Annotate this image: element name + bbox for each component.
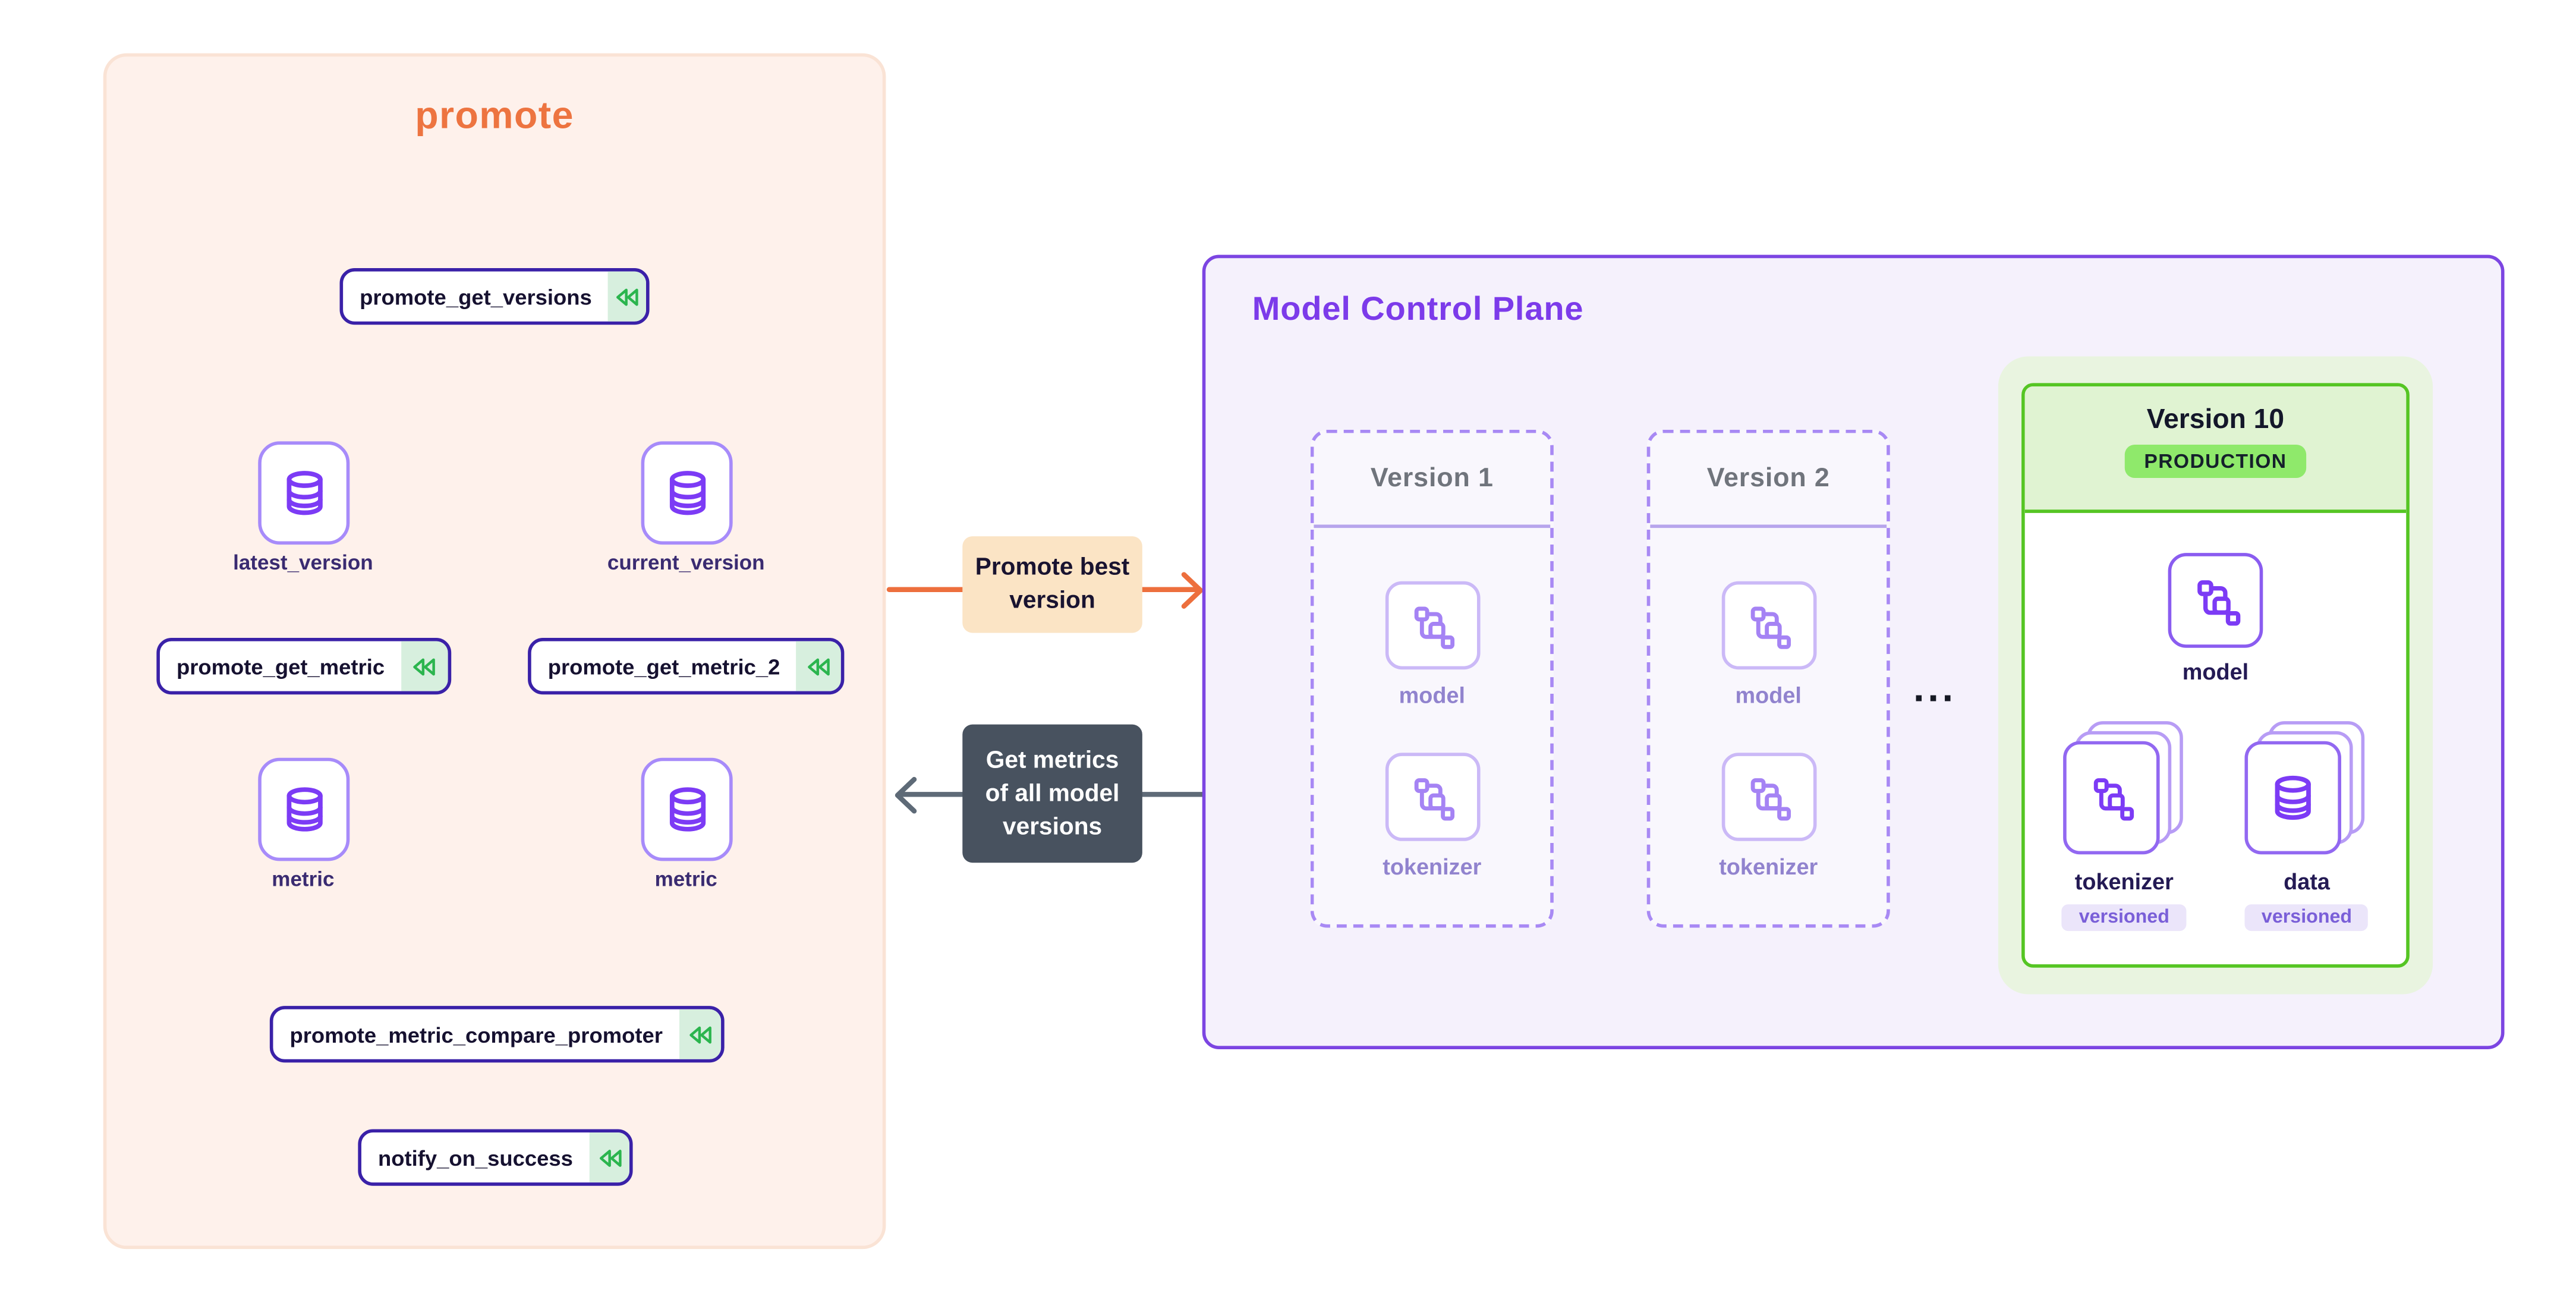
tokenizer-card[interactable] <box>1384 753 1480 841</box>
component-label: tokenizer <box>2074 869 2174 895</box>
node-promote-metric-compare-promoter[interactable]: promote_metric_compare_promoter <box>269 1006 725 1063</box>
database-icon <box>662 785 712 835</box>
flow-label-get-metrics: Get metrics of all model versions <box>962 724 1142 863</box>
schema-icon <box>1409 773 1455 820</box>
version-2-title: Version 2 <box>1650 433 1887 528</box>
version-2-box: Version 2 model tokenizer <box>1646 429 1890 928</box>
node-notify-on-success[interactable]: notify_on_success <box>358 1129 633 1186</box>
database-icon <box>279 785 329 835</box>
production-badge: PRODUCTION <box>2124 445 2307 479</box>
model-card[interactable] <box>1721 581 1816 670</box>
version-1-box: Version 1 model tokenizer <box>1310 429 1554 928</box>
component-label: model <box>1399 682 1466 708</box>
artifact-latest-version[interactable] <box>258 441 350 545</box>
node-promote-get-metric[interactable]: promote_get_metric <box>156 637 452 695</box>
node-promote-get-versions[interactable]: promote_get_versions <box>339 268 650 325</box>
node-label: notify_on_success <box>377 1145 573 1171</box>
node-label: promote_get_versions <box>360 284 592 309</box>
component-label: tokenizer <box>1383 854 1482 880</box>
model-control-plane-title: Model Control Plane <box>1252 291 1584 328</box>
schema-icon <box>1745 602 1791 649</box>
tokenizer-card[interactable] <box>1721 753 1816 841</box>
component-label: data <box>2284 869 2330 895</box>
model-control-plane-panel: Model Control Plane Version 1 model toke… <box>1202 254 2505 1049</box>
component-label: model <box>2182 659 2249 685</box>
artifact-current-version[interactable] <box>641 441 733 545</box>
artifact-label-current-version: current_version <box>607 551 765 575</box>
versioned-badge: versioned <box>2244 904 2369 932</box>
component-label: model <box>1735 682 1802 708</box>
artifact-label-metric-left: metric <box>272 867 335 891</box>
node-label: promote_get_metric_2 <box>547 653 780 679</box>
component-label: tokenizer <box>1719 854 1818 880</box>
flow-label-promote-best-version: Promote best version <box>962 536 1142 633</box>
tokenizer-stack[interactable] <box>2062 721 2185 858</box>
artifact-metric-right[interactable] <box>641 757 733 861</box>
artifact-metric-left[interactable] <box>258 757 350 861</box>
promote-workflow-title: promote <box>415 93 574 137</box>
version-1-title: Version 1 <box>1314 433 1551 528</box>
version-10-box: Version 10 PRODUCTION model tokenizer <box>2021 383 2410 968</box>
model-card[interactable] <box>1384 581 1480 670</box>
artifact-label-latest-version: latest_version <box>233 551 373 575</box>
versioned-badge: versioned <box>2062 904 2186 932</box>
database-icon <box>662 468 712 518</box>
database-icon <box>2245 741 2342 855</box>
data-stack[interactable] <box>2245 721 2368 858</box>
artifact-label-metric-right: metric <box>654 867 717 891</box>
schema-icon <box>1745 773 1791 820</box>
node-promote-get-metric-2[interactable]: promote_get_metric_2 <box>528 637 845 695</box>
node-label: promote_get_metric <box>176 653 385 679</box>
schema-icon <box>2190 575 2240 625</box>
model-card[interactable] <box>2168 553 2263 648</box>
schema-icon <box>1409 602 1455 649</box>
database-icon <box>279 468 329 518</box>
version-10-header: Version 10 PRODUCTION <box>2024 386 2407 513</box>
rewind-icon <box>608 271 647 322</box>
rewind-icon <box>679 1009 722 1059</box>
rewind-icon <box>589 1132 629 1183</box>
rewind-icon <box>401 641 448 691</box>
more-versions-ellipsis: ... <box>1913 666 1957 712</box>
rewind-icon <box>796 641 841 691</box>
schema-icon <box>2062 741 2159 855</box>
version-10-title: Version 10 <box>2146 404 2285 435</box>
node-label: promote_metric_compare_promoter <box>289 1021 663 1047</box>
